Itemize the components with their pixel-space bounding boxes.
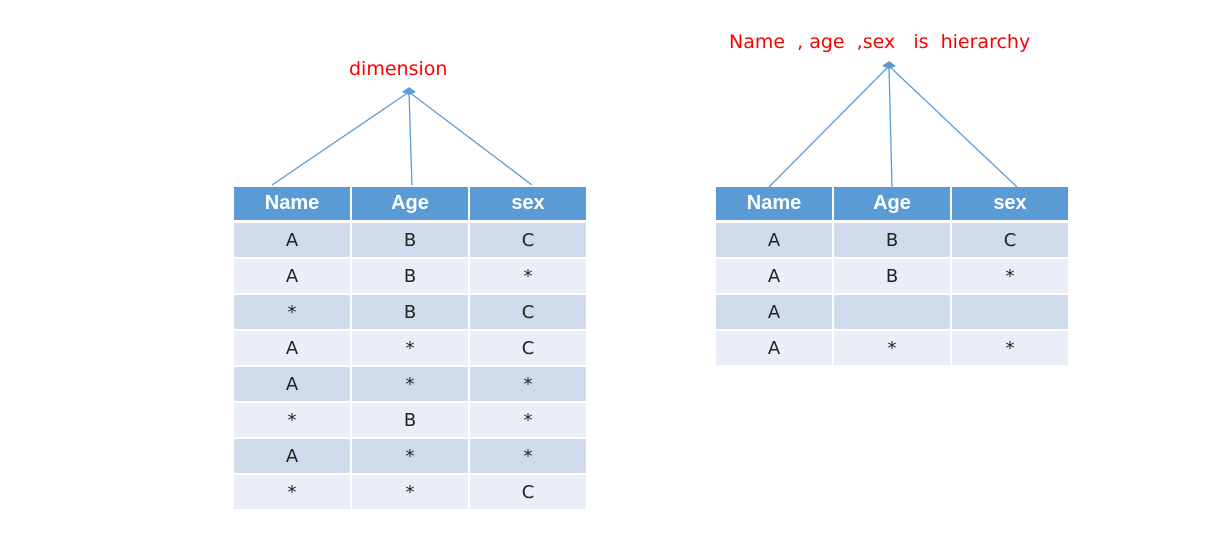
table-row: A * *	[234, 439, 586, 475]
column-header-sex: sex	[952, 187, 1068, 223]
table-row: * B *	[234, 403, 586, 439]
table-row: A B C	[716, 223, 1068, 259]
table-cell: *	[470, 367, 586, 403]
table-row: A * C	[234, 331, 586, 367]
table-cell: *	[470, 439, 586, 475]
left-connector-age	[408, 91, 413, 186]
column-header-age: Age	[352, 187, 470, 223]
table-cell: *	[470, 403, 586, 439]
table-cell: A	[234, 367, 352, 403]
table-cell: *	[352, 439, 470, 475]
left-connector-name	[271, 91, 410, 186]
table-cell: *	[470, 259, 586, 295]
table-cell: B	[352, 403, 470, 439]
table-cell: *	[952, 331, 1068, 367]
column-header-sex: sex	[470, 187, 586, 223]
table-cell: *	[352, 367, 470, 403]
table-row: A * *	[234, 367, 586, 403]
left-connector-sex	[408, 91, 533, 186]
left-caption: dimension	[349, 58, 448, 80]
table-cell: *	[234, 295, 352, 331]
table-cell: *	[352, 475, 470, 511]
table-cell: A	[234, 223, 352, 259]
table-cell: A	[716, 331, 834, 367]
left-apex-arrowhead	[402, 87, 416, 95]
table-cell	[834, 295, 952, 331]
table-cell: A	[234, 331, 352, 367]
table-cell: B	[352, 223, 470, 259]
column-header-age: Age	[834, 187, 952, 223]
table-cell: *	[352, 331, 470, 367]
table-cell: *	[834, 331, 952, 367]
table-cell: A	[716, 223, 834, 259]
table-cell: *	[234, 403, 352, 439]
right-connector-sex	[888, 65, 1018, 188]
header-row: Name Age sex	[234, 187, 586, 223]
table-row: A B C	[234, 223, 586, 259]
table-cell: C	[470, 331, 586, 367]
table-row: A * *	[716, 331, 1068, 367]
right-apex-arrowhead	[882, 61, 896, 69]
table-cell: A	[234, 439, 352, 475]
header-row: Name Age sex	[716, 187, 1068, 223]
table-row: A	[716, 295, 1068, 331]
table-cell: A	[716, 259, 834, 295]
table-row: * B C	[234, 295, 586, 331]
table-cell: C	[952, 223, 1068, 259]
right-connector-age	[888, 65, 893, 188]
table-row: A B *	[234, 259, 586, 295]
table-row: * * C	[234, 475, 586, 511]
column-header-name: Name	[716, 187, 834, 223]
table-row: A B *	[716, 259, 1068, 295]
table-cell: C	[470, 295, 586, 331]
table-cell: B	[352, 295, 470, 331]
right-hierarchy-table: Name Age sex A B C A B * A A * *	[716, 187, 1068, 367]
table-cell: B	[834, 223, 952, 259]
left-dimension-table: Name Age sex A B C A B * * B C A * C A *…	[234, 187, 586, 511]
table-cell: A	[716, 295, 834, 331]
table-cell: C	[470, 475, 586, 511]
table-cell	[952, 295, 1068, 331]
table-cell: C	[470, 223, 586, 259]
table-cell: A	[234, 259, 352, 295]
right-caption: Name , age ,sex is hierarchy	[729, 31, 1031, 53]
right-connector-name	[768, 65, 890, 188]
table-cell: B	[352, 259, 470, 295]
column-header-name: Name	[234, 187, 352, 223]
table-cell: *	[234, 475, 352, 511]
table-cell: B	[834, 259, 952, 295]
table-cell: *	[952, 259, 1068, 295]
